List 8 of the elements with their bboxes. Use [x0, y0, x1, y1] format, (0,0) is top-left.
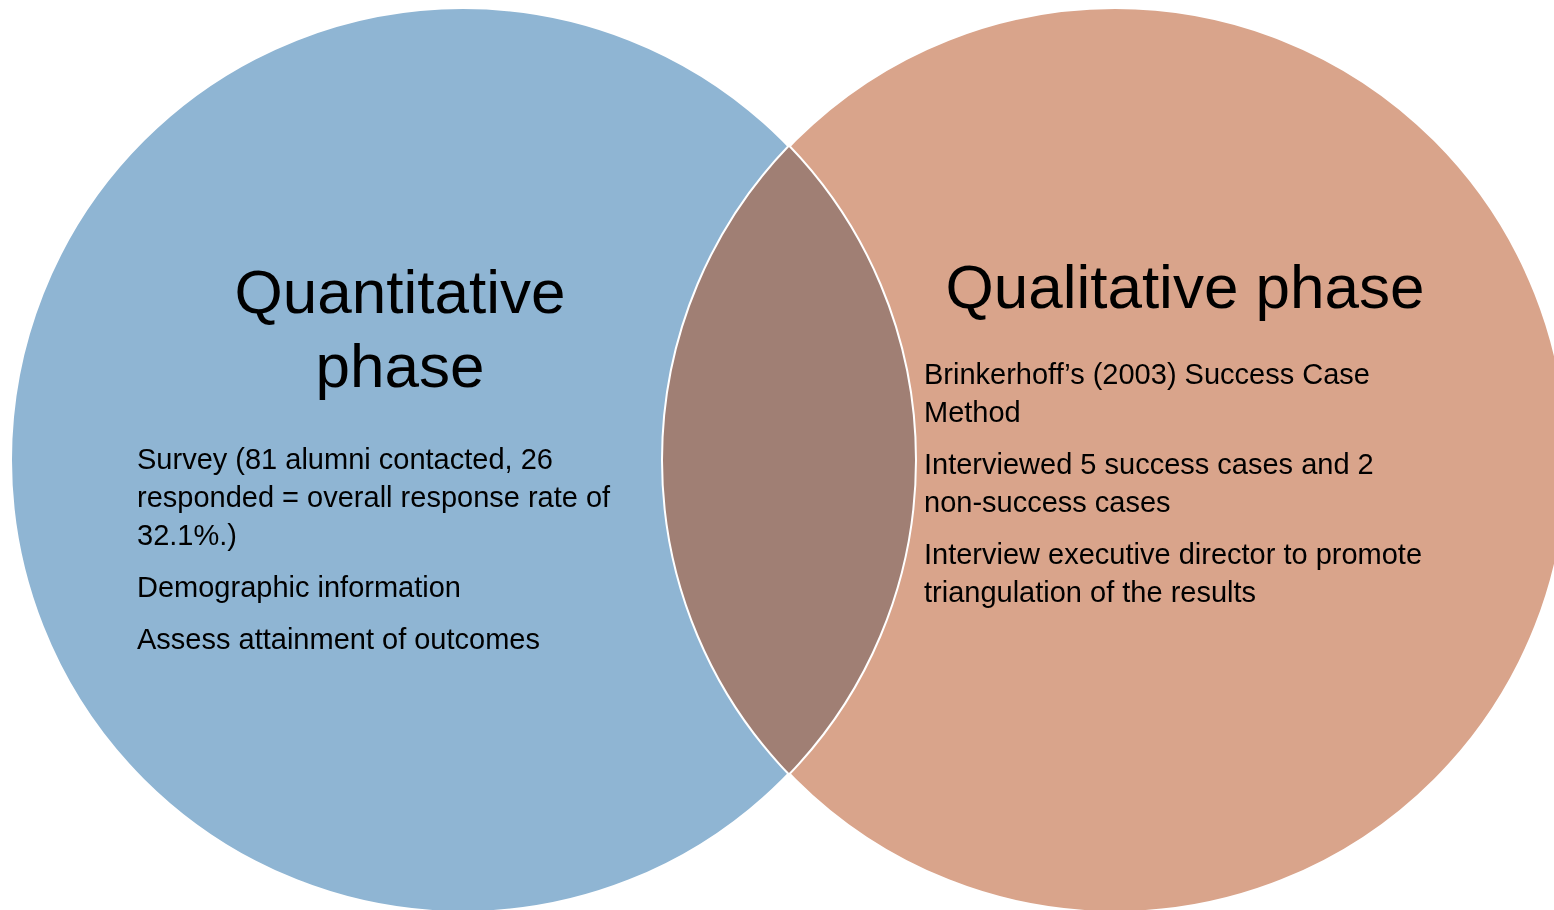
phase-heading: Qualitative phase: [944, 251, 1426, 323]
item-text: Interview executive director to promote triangulation of the results: [924, 537, 1424, 610]
item-text: Survey (81 alumni contacted, 26 responded = overall response rate of 32.1%.): [137, 442, 612, 553]
item-text: Interviewed 5 success cases and 2 non-success cases: [924, 447, 1375, 520]
item-text: Assess attainment of outcomes: [137, 622, 541, 657]
item-text: Brinkerhoff’s (2003) Success Case Method: [924, 357, 1371, 430]
phase-heading: Quantitative phase: [233, 256, 567, 402]
item-text: Demographic information: [137, 570, 462, 605]
